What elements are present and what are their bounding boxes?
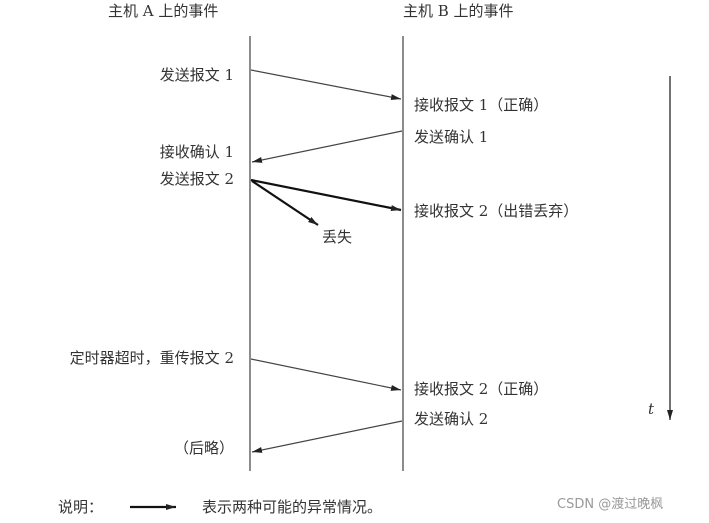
- arrow-retransmit-msg2: [250, 358, 402, 391]
- host-b-event: 接收报文 2（出错丢弃）: [414, 202, 579, 220]
- time-label: t: [648, 400, 655, 418]
- host-a-event: 发送报文 1: [159, 66, 234, 84]
- host-a-event: 接收确认 1: [159, 143, 234, 161]
- arrow-msg2-corrupt: [250, 178, 402, 212]
- host-a-event: （后略）: [173, 439, 234, 457]
- watermark: CSDN @渡过晚枫: [557, 497, 664, 512]
- arrow-ack1: [251, 130, 403, 163]
- host-a-header: 主机 A 上的事件: [108, 2, 219, 20]
- arrow-ack2: [251, 420, 403, 453]
- lost-label: 丢失: [322, 228, 353, 246]
- host-b-event: 接收报文 1（正确）: [414, 96, 549, 114]
- host-a-event: 定时器超时，重传报文 2: [69, 349, 234, 367]
- host-a-event: 发送报文 2: [159, 170, 234, 188]
- legend-text: 表示两种可能的异常情况。: [202, 498, 383, 516]
- legend-prefix: 说明：: [58, 498, 104, 516]
- host-b-header: 主机 B 上的事件: [403, 2, 514, 20]
- arrow-send-msg1: [250, 69, 402, 101]
- host-b-event: 接收报文 2（正确）: [414, 380, 549, 398]
- host-b-event: 发送确认 2: [414, 410, 489, 428]
- host-b-event: 发送确认 1: [414, 128, 489, 146]
- arrow-msg2-lost: [251, 180, 319, 226]
